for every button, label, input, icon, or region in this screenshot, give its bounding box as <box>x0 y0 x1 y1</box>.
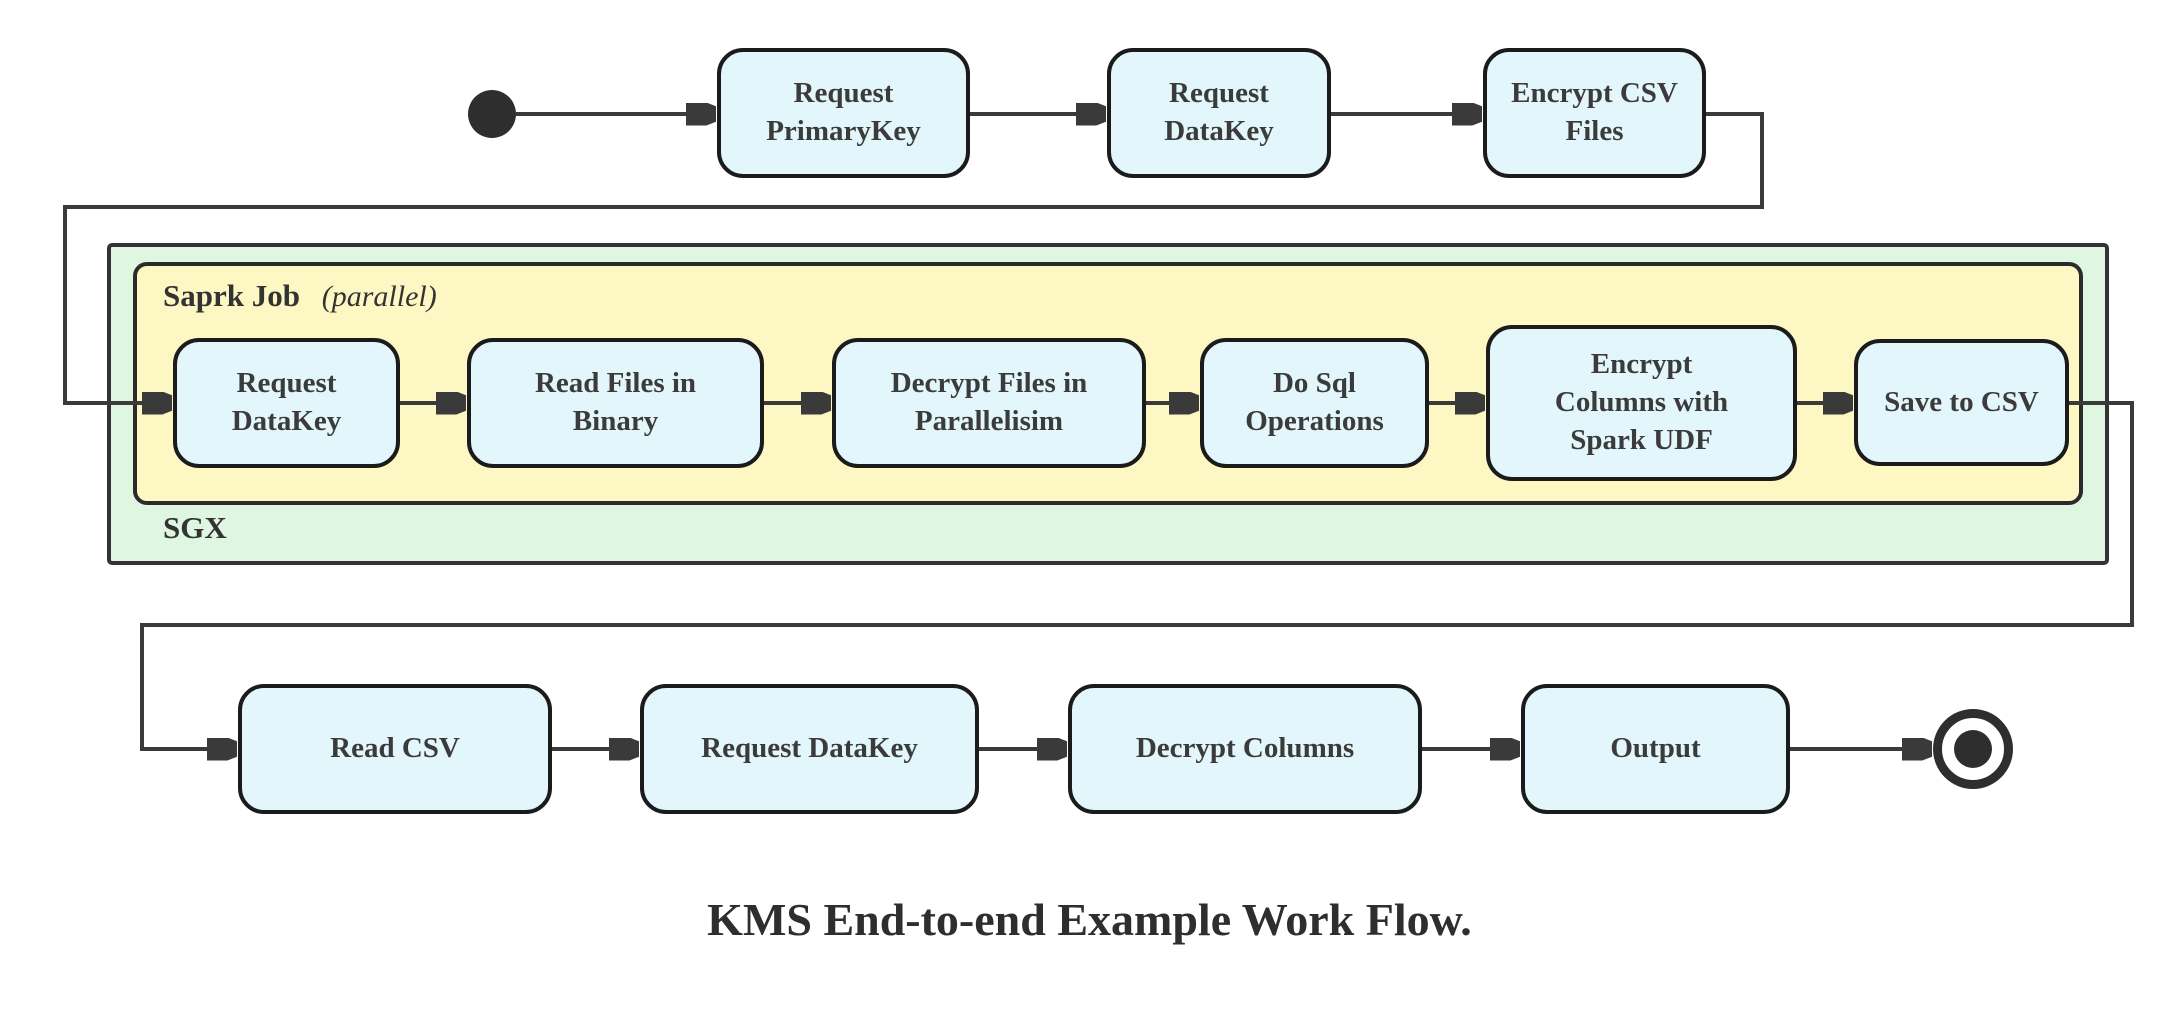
node-read-files-in-binary: Read Files in Binary <box>467 338 764 468</box>
node-read-csv: Read CSV <box>238 684 552 814</box>
node-label: Request DataKey <box>1164 77 1274 147</box>
node-label: Encrypt CSV Files <box>1511 77 1678 147</box>
node-label: Do Sql Operations <box>1245 367 1384 437</box>
node-label: Request PrimaryKey <box>766 77 921 147</box>
initial-state-icon <box>468 90 516 138</box>
node-decrypt-columns: Decrypt Columns <box>1068 684 1422 814</box>
node-label: Request DataKey <box>231 367 342 437</box>
node-request-datakey-top: Request DataKey <box>1107 48 1331 178</box>
spark-job-parallel-note: (parallel) <box>321 280 437 313</box>
edge-encrypt-csv-to-sgx-request-datakey <box>63 112 1764 403</box>
node-label: Decrypt Files in Parallelisim <box>890 367 1088 437</box>
node-label: Read Files in Binary <box>534 367 697 437</box>
spark-job-title: Saprk Job <box>163 278 300 313</box>
node-label: Output <box>1610 732 1701 765</box>
node-encrypt-columns-with-spark-udf: Encrypt Columns with Spark UDF <box>1486 325 1797 481</box>
node-label: Decrypt Columns <box>1135 732 1355 765</box>
edge-save-csv-to-read-csv <box>140 401 2134 749</box>
node-save-to-csv: Save to CSV <box>1854 339 2069 466</box>
spark-job-label: Saprk Job (parallel) <box>163 278 437 314</box>
node-output: Output <box>1521 684 1790 814</box>
node-label: Save to CSV <box>1884 385 2039 418</box>
node-label: Read CSV <box>330 732 460 765</box>
node-do-sql-operations: Do Sql Operations <box>1200 338 1429 468</box>
node-request-primarykey: Request PrimaryKey <box>717 48 970 178</box>
node-label: Encrypt Columns with Spark UDF <box>1554 348 1729 456</box>
final-state-inner-dot <box>1954 730 1992 768</box>
node-sgx-request-datakey: Request DataKey <box>173 338 400 468</box>
final-state-icon <box>1933 709 2013 789</box>
node-label: Request DataKey <box>701 732 918 765</box>
node-encrypt-csv-files: Encrypt CSV Files <box>1483 48 1706 178</box>
diagram-caption: KMS End-to-end Example Work Flow. <box>707 894 1472 945</box>
node-request-datakey-bottom: Request DataKey <box>640 684 979 814</box>
sgx-label: SGX <box>163 510 227 545</box>
node-decrypt-files-in-parallelisim: Decrypt Files in Parallelisim <box>832 338 1146 468</box>
